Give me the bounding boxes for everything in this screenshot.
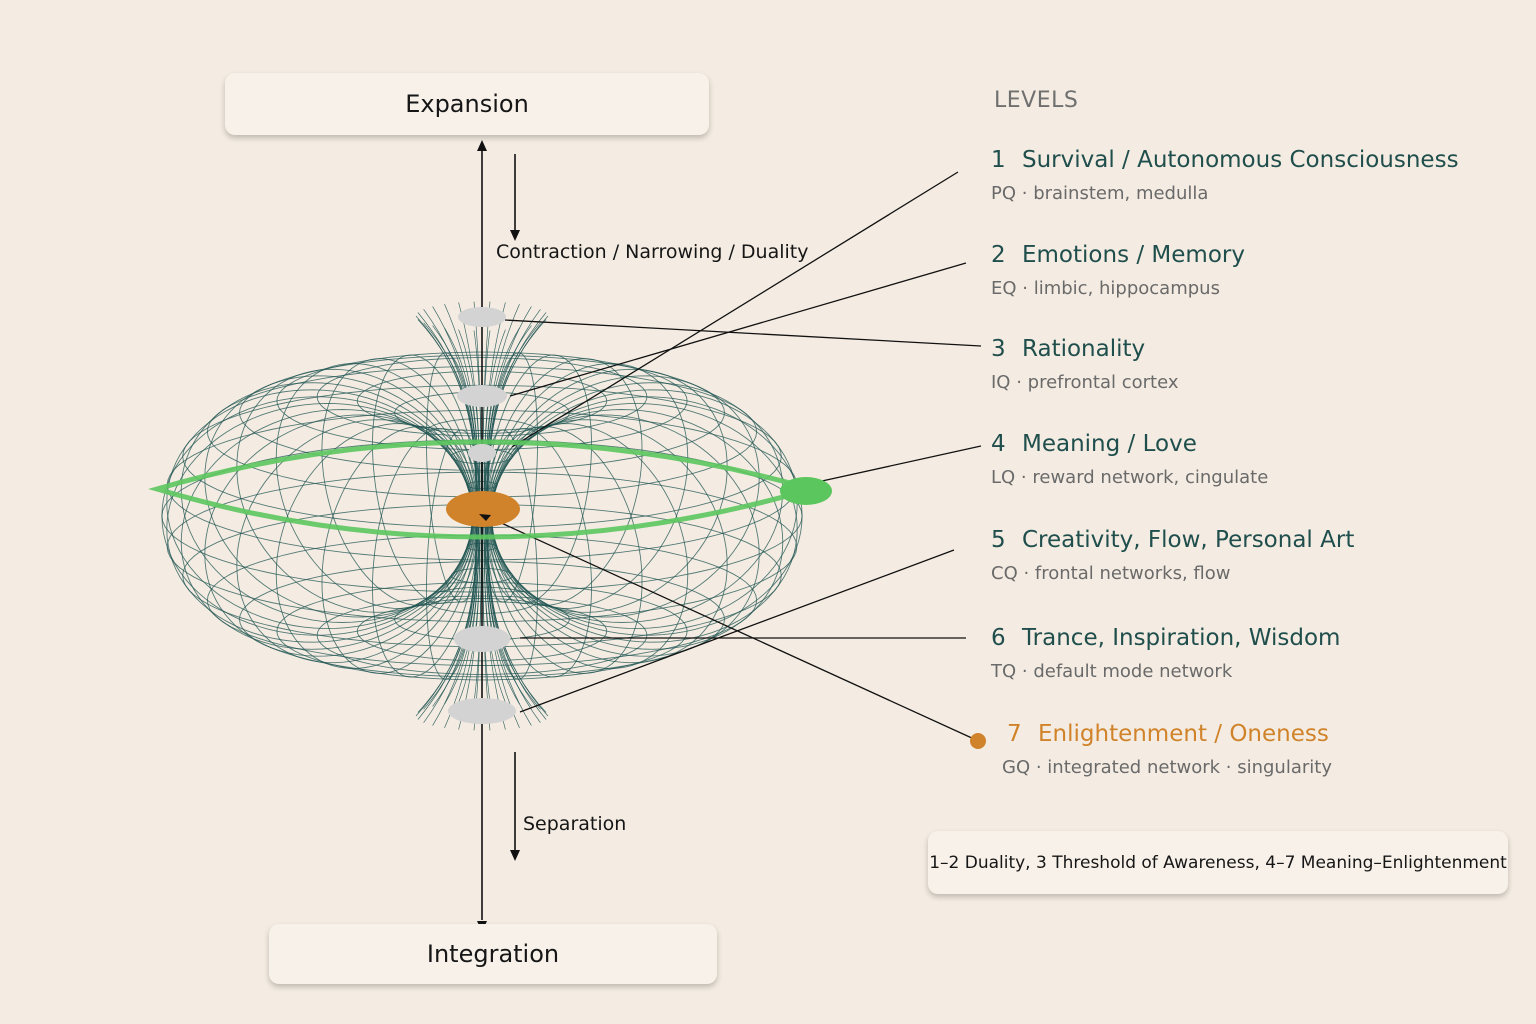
leader-line-level-2	[509, 262, 967, 397]
level-title: 5 Creativity, Flow, Personal Art	[991, 527, 1354, 553]
torus-meridian-line	[321, 358, 478, 606]
torus-parallel-line	[206, 534, 758, 666]
node-level-3-top	[458, 307, 506, 327]
torus-meridian-line	[204, 375, 475, 618]
separation-label: Separation	[523, 813, 627, 835]
level-number: 4	[991, 431, 1006, 457]
torus-parallel-line	[466, 481, 498, 490]
level-name: Emotions / Memory	[1022, 242, 1245, 268]
torus-meridian-line	[487, 423, 689, 669]
level-title: 4 Meaning / Love	[991, 431, 1268, 457]
level-number: 5	[991, 527, 1006, 553]
level-description: GQ · integrated network · singularity	[1002, 757, 1332, 778]
torus-parallel-line	[276, 582, 688, 681]
integration-box: Integration	[269, 924, 717, 984]
level-description: EQ · limbic, hippocampus	[991, 278, 1220, 299]
level-description: PQ · brainstem, medulla	[991, 183, 1209, 204]
torus-parallel-line	[316, 357, 648, 437]
level-name: Meaning / Love	[1022, 431, 1197, 457]
expansion-arrowhead	[477, 140, 487, 151]
node-level-2	[457, 385, 507, 407]
integration-label: Integration	[426, 940, 560, 968]
expansion-box: Expansion	[225, 73, 709, 135]
level-description: LQ · reward network, cingulate	[991, 467, 1269, 488]
level-description: TQ · default mode network	[991, 661, 1233, 682]
torus-meridian-line	[275, 363, 477, 609]
level-item-1: 1 Survival / Autonomous Consciousness PQ …	[991, 147, 1459, 204]
level-item-4: 4 Meaning / Love LQ · reward network, cin…	[991, 431, 1268, 488]
level-name: Trance, Inspiration, Wisdom	[1022, 625, 1341, 651]
level-name: Rationality	[1022, 336, 1146, 362]
level-title: 2 Emotions / Memory	[991, 242, 1245, 268]
node-level-4-green	[780, 477, 832, 505]
node-level-5	[448, 698, 516, 724]
level-description: CQ · frontal networks, flow	[991, 563, 1231, 584]
level-number: 7	[1007, 721, 1022, 747]
level-item-5: 5 Creativity, Flow, Personal Art CQ · fro…	[991, 527, 1354, 584]
level-item-3: 3 Rationality IQ · prefrontal cortex	[991, 336, 1179, 393]
level-title: 6 Trance, Inspiration, Wisdom	[991, 625, 1340, 651]
legend-text: 1–2 Duality, 3 Threshold of Awareness, 4…	[929, 852, 1507, 873]
contraction-label: Contraction / Narrowing / Duality	[496, 241, 809, 263]
torus-parallel-line	[451, 448, 513, 465]
level-number: 1	[991, 147, 1006, 173]
level-description: IQ · prefrontal cortex	[991, 372, 1179, 393]
level-item-2: 2 Emotions / Memory EQ · limbic, hippocam…	[991, 242, 1245, 299]
torus-parallel-line	[161, 439, 803, 593]
core-node-orange	[446, 491, 520, 527]
torus-parallel-line	[182, 384, 782, 528]
leader-line-level-4	[821, 445, 982, 482]
torus-parallel-line	[466, 542, 498, 551]
core-arrowhead	[479, 514, 491, 521]
torus-parallel-line	[239, 354, 725, 471]
torus-parallel-line	[166, 471, 798, 623]
level-name: Survival / Autonomous Consciousness	[1022, 147, 1459, 173]
node-level-6	[454, 626, 510, 652]
contraction-arrowhead	[510, 230, 520, 241]
leader-line-level-1	[511, 171, 959, 448]
leader-line-level-3	[504, 319, 982, 347]
torus-meridian-line	[275, 423, 477, 669]
torus-meridian-line	[486, 426, 643, 674]
torus-parallel-line	[356, 601, 608, 662]
expansion-label: Expansion	[405, 90, 529, 118]
torus-parallel-line	[451, 567, 513, 584]
torus-parallel-line	[182, 504, 782, 648]
separation-arrowhead	[510, 850, 520, 861]
level-item-7: 7 Enlightenment / Oneness GQ · integrated…	[1002, 721, 1332, 778]
torus-parallel-line	[276, 351, 688, 450]
node-level-1	[468, 444, 496, 462]
level-name: Enlightenment / Oneness	[1038, 721, 1329, 747]
levels-heading: LEVELS	[994, 88, 1079, 113]
torus-parallel-line	[426, 586, 538, 614]
level-number: 6	[991, 625, 1006, 651]
level-title: 7 Enlightenment / Oneness	[1007, 721, 1332, 747]
level-title: 1 Survival / Autonomous Consciousness	[991, 147, 1459, 173]
torus-parallel-line	[394, 391, 570, 434]
level-7-marker-dot	[970, 733, 986, 749]
leader-line-level-7	[485, 515, 975, 740]
legend-box: 1–2 Duality, 3 Threshold of Awareness, 4…	[928, 831, 1508, 894]
torus-parallel-line	[394, 598, 570, 641]
level-number: 2	[991, 242, 1006, 268]
level-number: 3	[991, 336, 1006, 362]
level-title: 3 Rationality	[991, 336, 1179, 362]
level-item-6: 6 Trance, Inspiration, Wisdom TQ · defaul…	[991, 625, 1340, 682]
torus-meridian-line	[489, 375, 760, 618]
torus-meridian-line	[321, 426, 478, 674]
level-name: Creativity, Flow, Personal Art	[1022, 527, 1355, 553]
leader-lines	[485, 171, 982, 740]
